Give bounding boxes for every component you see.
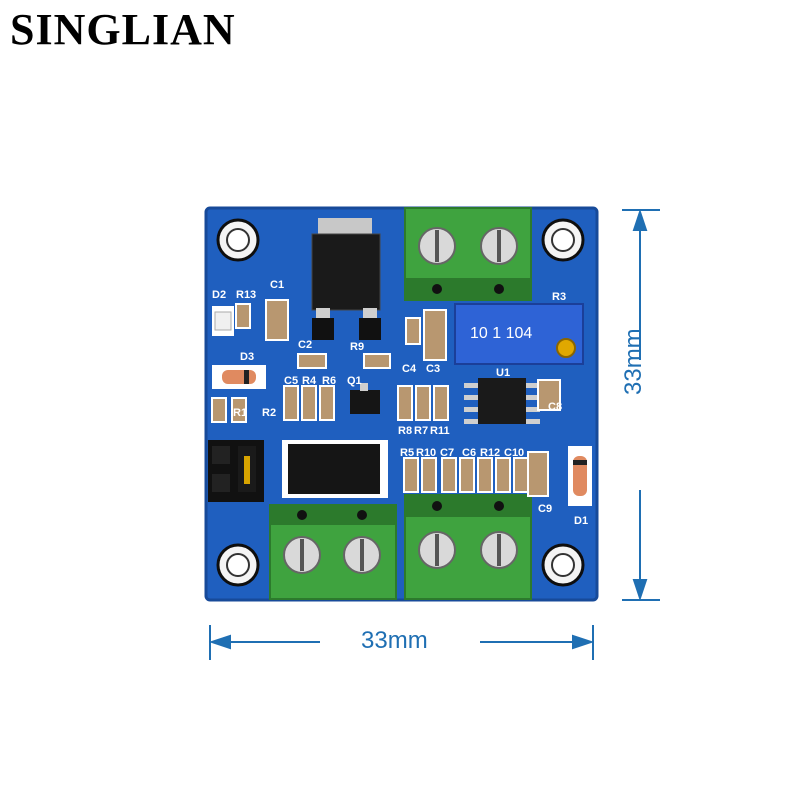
label-r1: R1 — [233, 407, 247, 419]
voltage-regulator — [311, 218, 381, 340]
trimmer-marking: 10 1 104 — [470, 325, 532, 342]
label-r13: R13 — [236, 289, 256, 301]
label-r3: R3 — [552, 291, 566, 303]
width-dimension-label: 33mm — [361, 627, 428, 654]
dimension-height — [622, 208, 660, 602]
label-c6: C6 — [462, 447, 476, 459]
label-r11: R11 — [430, 425, 450, 437]
label-r7: R7 — [414, 425, 428, 437]
label-r5: R5 — [400, 447, 414, 459]
label-c2: C2 — [298, 339, 312, 351]
label-r6: R6 — [322, 375, 336, 387]
height-dimension-label: 33mm — [620, 328, 647, 395]
trimmer-potentiometer: 10 1 104 — [454, 303, 584, 365]
optocoupler — [282, 440, 388, 498]
diode-d3 — [212, 365, 266, 389]
label-r4: R4 — [302, 375, 317, 387]
label-r12: R12 — [480, 447, 500, 459]
label-u1: U1 — [496, 367, 510, 379]
terminal-block-bottom-right — [404, 494, 532, 600]
diode-d1 — [568, 446, 592, 506]
label-d3: D3 — [240, 351, 254, 363]
ic-u1 — [464, 378, 540, 424]
label-d2: D2 — [212, 289, 226, 301]
brand-logo: SINGLIAN — [10, 5, 236, 54]
label-c3: C3 — [426, 363, 440, 375]
label-c1: C1 — [270, 279, 284, 291]
label-c8: C8 — [548, 401, 562, 413]
mounting-holes — [216, 218, 585, 587]
label-r8: R8 — [398, 425, 412, 437]
label-c4: C4 — [402, 363, 417, 375]
label-c5: C5 — [284, 375, 298, 387]
terminal-block-bottom-left — [269, 504, 397, 600]
label-r10: R10 — [416, 447, 436, 459]
label-q1: Q1 — [347, 375, 362, 387]
dimension-width — [208, 625, 595, 660]
label-r2: R2 — [262, 407, 276, 419]
silkscreen-labels: D2 R13 C1 C2 D3 C5 R4 R6 Q1 R1 R2 R9 C4 … — [212, 279, 588, 527]
transistor-q1 — [350, 383, 380, 414]
label-c9: C9 — [538, 503, 552, 515]
label-c10: C10 — [504, 447, 524, 459]
label-r9: R9 — [350, 341, 364, 353]
smd-components — [211, 299, 561, 497]
label-c7: C7 — [440, 447, 454, 459]
jumper-header — [208, 440, 264, 502]
label-d1: D1 — [574, 515, 588, 527]
terminal-block-top — [404, 207, 532, 301]
led-d2 — [212, 306, 234, 336]
